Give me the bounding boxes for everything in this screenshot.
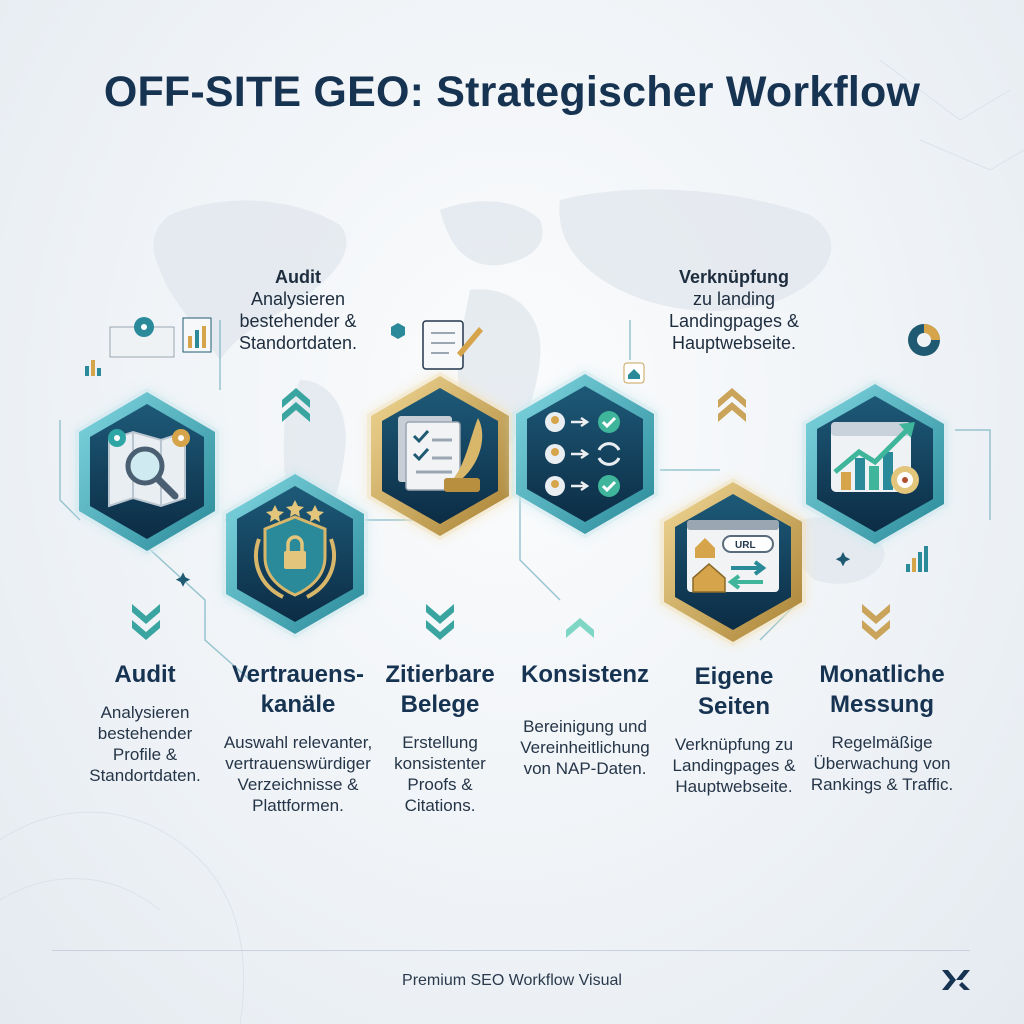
step-label-audit: Audit Analysieren bestehender Profile & … (45, 660, 245, 786)
floating-map-icon (109, 317, 175, 358)
step-label-vertrauenskanaele: Vertrauens-kanäle Auswahl relevanter, ve… (208, 660, 388, 816)
step-description: Analysieren bestehender Profile & Stando… (89, 703, 201, 785)
step-label-eigene-seiten: Eigene Seiten Verknüpfung zu Landingpage… (662, 662, 806, 797)
footer-caption: Premium SEO Workflow Visual (402, 972, 622, 989)
page-title: OFF-SITE GEO: Strategischer Workflow (103, 68, 921, 116)
step-name: Zitierbare Belege (385, 661, 495, 718)
step-description: Erstellung konsistenter Proofs & Citatio… (394, 733, 486, 815)
sync-checklist-icon (545, 411, 621, 497)
step-label-konsistenz: Konsistenz Bereinigung und Vereinheitlic… (505, 660, 665, 779)
floating-cube-icon (391, 323, 405, 339)
step-description: Auswahl relevanter, vertrauenswürdiger V… (223, 733, 373, 815)
floating-pie-icon (908, 324, 940, 356)
step-name: Monatliche Messung (819, 661, 945, 718)
step-description: Bereinigung und Vereinheitlichung von NA… (520, 717, 650, 778)
step-name: Vertrauens-kanäle (231, 661, 365, 718)
floating-chart-icon (85, 360, 101, 376)
brand-logo-icon (942, 970, 970, 990)
step-label-zitierbare-belege: Zitierbare Belege Erstellung konsistente… (376, 660, 504, 816)
floating-sparkle-icon (175, 552, 851, 587)
floating-document-icon (422, 320, 483, 370)
trust-shield-icon (254, 500, 336, 599)
map-search-icon (108, 429, 190, 508)
top-note-audit: Audit Analysieren bestehender & Standort… (198, 266, 398, 354)
step-description: Regelmäßige Überwachung von Rankings & T… (810, 733, 954, 794)
top-note-verknuepfung-heading: Verknüpfung (678, 267, 789, 287)
chevrons (132, 388, 594, 640)
floating-bars-icon (906, 546, 928, 572)
step-name: Konsistenz (520, 661, 649, 688)
step-name: Eigene Seiten (694, 663, 774, 720)
top-note-verknuepfung: Verknüpfung zu landing Landingpages & Ha… (634, 266, 834, 354)
url-badge: URL (735, 540, 756, 551)
step-name: Audit (114, 661, 176, 688)
top-note-verknuepfung-text: zu landing Landingpages & Hauptwebseite. (668, 289, 800, 353)
top-note-audit-heading: Audit (275, 267, 321, 287)
floating-home-icon (623, 362, 645, 384)
step-description: Verknüpfung zu Landingpages & Hauptwebse… (672, 735, 796, 796)
document-quill-icon (398, 416, 483, 492)
growth-chart-icon (831, 422, 919, 494)
footer-divider (52, 950, 970, 951)
url-link-icon: URL (687, 520, 779, 593)
floating-dashboard-icon (182, 317, 212, 353)
top-note-audit-text: Analysieren bestehender & Standortdaten. (238, 289, 358, 353)
step-label-monatliche-messung: Monatliche Messung Regelmäßige Überwachu… (804, 660, 960, 795)
